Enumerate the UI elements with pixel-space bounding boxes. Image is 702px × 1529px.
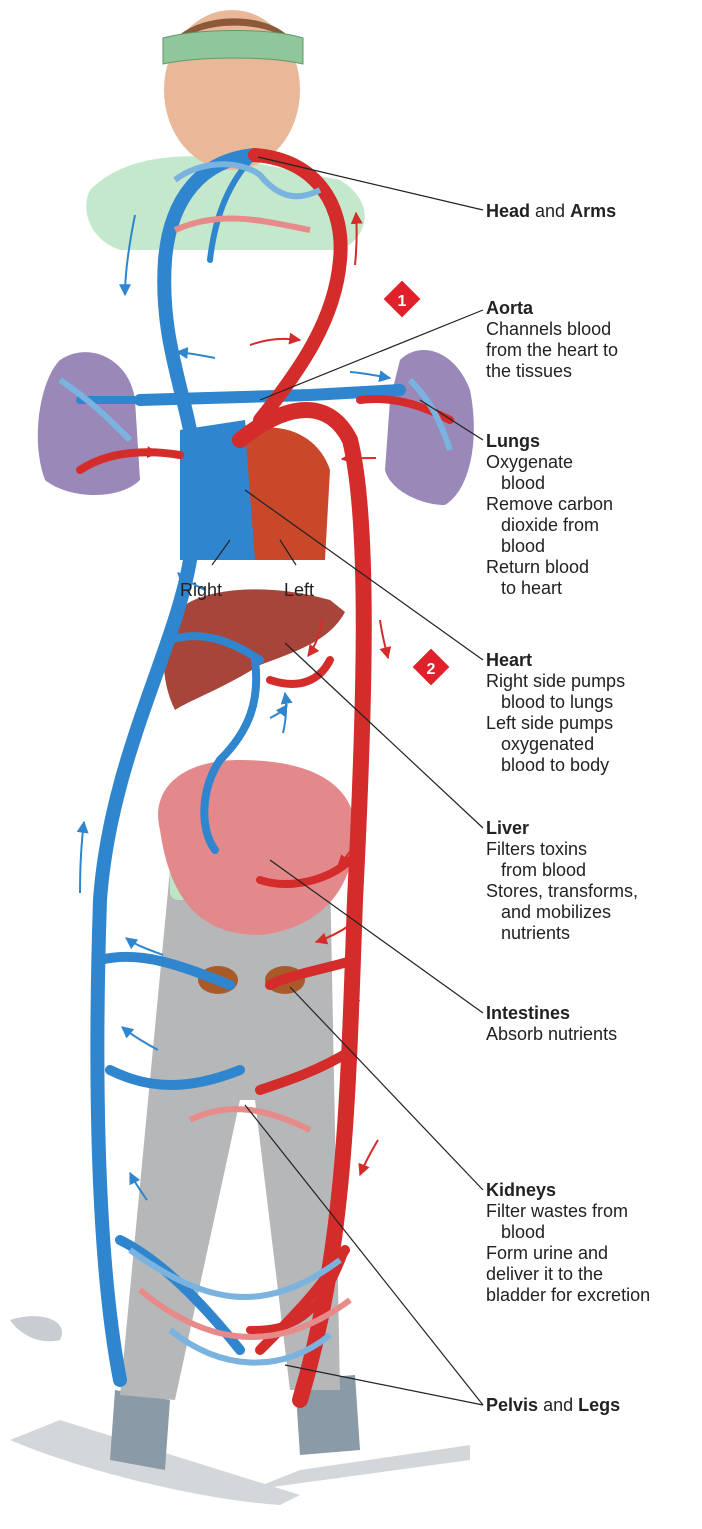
liver-desc-3: Stores, transforms, [486,881,638,902]
ski-right [250,1445,470,1490]
heart-desc-3: Left side pumps [486,713,625,734]
aorta-desc-3: the tissues [486,361,618,382]
pelvis-legs-title-1: Pelvis [486,1395,538,1415]
kidneys-title: Kidneys [486,1180,556,1200]
intestines-title: Intestines [486,1003,570,1023]
label-lungs: Lungs Oxygenate blood Remove carbon diox… [486,431,613,599]
label-heart: Heart Right side pumps blood to lungs Le… [486,650,625,776]
lungs-desc-4: dioxide from [486,515,613,536]
liver-title: Liver [486,818,529,838]
heart-right-label: Right [180,580,222,601]
lungs-desc-6: Return blood [486,557,613,578]
kidneys-desc-2: blood [486,1222,650,1243]
label-liver: Liver Filters toxins from blood Stores, … [486,818,638,944]
kidneys-desc-4: deliver it to the [486,1264,650,1285]
lungs-desc-5: blood [486,536,613,557]
label-intestines: Intestines Absorb nutrients [486,1003,617,1045]
label-aorta: Aorta Channels blood from the heart to t… [486,298,618,382]
aorta-desc-1: Channels blood [486,319,618,340]
liver-desc-1: Filters toxins [486,839,638,860]
label-pelvis-legs: Pelvis and Legs [486,1395,620,1416]
pelvis-legs-title-2: Legs [578,1395,620,1415]
badge-step-1: 1 [384,281,421,318]
lungs-desc-2: blood [486,473,613,494]
svg-text:1: 1 [398,293,407,310]
head-arms-title-1: Head [486,201,530,221]
skier-figure [10,10,470,1505]
heart-left-label: Left [284,580,314,601]
head-arms-title-2: Arms [570,201,616,221]
lungs-desc-7: to heart [486,578,613,599]
pole-basket [10,1316,62,1341]
liver-desc-2: from blood [486,860,638,881]
kidneys-desc-5: bladder for excretion [486,1285,650,1306]
heart-desc-1: Right side pumps [486,671,625,692]
kidneys-desc-3: Form urine and [486,1243,650,1264]
pants [120,870,340,1400]
label-kidneys: Kidneys Filter wastes from blood Form ur… [486,1180,650,1306]
heart-desc-2: blood to lungs [486,692,625,713]
lungs-desc-3: Remove carbon [486,494,613,515]
intestines-desc-1: Absorb nutrients [486,1024,617,1045]
heart-title: Heart [486,650,532,670]
heart-desc-4: oxygenated [486,734,625,755]
heart-left-chamber [245,427,330,560]
lungs-desc-1: Oxygenate [486,452,613,473]
boot-left [110,1390,170,1470]
svg-text:2: 2 [427,661,436,678]
pelvis-legs-conj: and [543,1395,573,1415]
heart-desc-5: blood to body [486,755,625,776]
kidneys-desc-1: Filter wastes from [486,1201,650,1222]
aorta-title: Aorta [486,298,533,318]
aorta-desc-2: from the heart to [486,340,618,361]
liver-desc-5: nutrients [486,923,638,944]
lungs-title: Lungs [486,431,540,451]
lung-left [38,352,140,495]
head-arms-conj: and [535,201,565,221]
lung-right [385,350,474,505]
label-head-arms: Head and Arms [486,201,616,222]
liver-desc-4: and mobilizes [486,902,638,923]
badge-step-2: 2 [413,649,450,686]
